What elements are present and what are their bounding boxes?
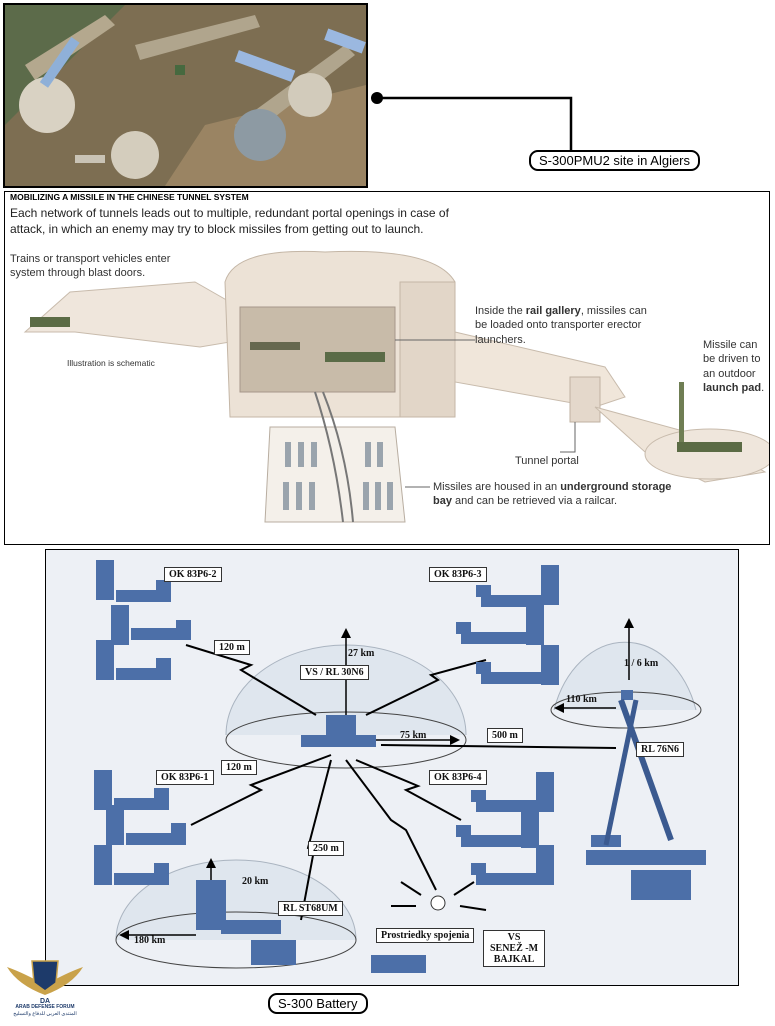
storage-pre: Missiles are housed in an: [433, 481, 561, 493]
rail-gallery-note: Inside the rail gallery, missiles can be…: [475, 304, 650, 347]
battery-diagram: OK 83P6-2 OK 83P6-3 OK 83P6-1 OK 83P6-4 …: [45, 549, 739, 986]
arab-defense-forum-logo: DA ARAB DEFENSE FORUM المنتدى العربي للد…: [2, 955, 88, 1021]
tunnel-portal-label: Tunnel portal: [515, 455, 579, 467]
logo-arabic: المنتدى العربي للدفاع والتسليح: [13, 1011, 77, 1017]
rail-bold: rail gallery: [525, 305, 581, 317]
dist-120m-lower: 120 m: [221, 760, 257, 775]
label-ok-83p6-2: OK 83P6-2: [164, 567, 222, 582]
callout-line: [371, 92, 573, 150]
schematic-note: Illustration is schematic: [67, 358, 155, 368]
satellite-caption: S-300PMU2 site in Algiers: [529, 150, 701, 171]
label-vs-rl-30n6: VS / RL 30N6: [300, 665, 369, 680]
launch-bold: launch pad: [703, 381, 762, 394]
label-prostriedky-spojenia: Prostriedky spojenia: [376, 928, 475, 943]
tunnel-intro: Each network of tunnels leads out to mul…: [10, 206, 449, 237]
dist-120m-upper: 120 m: [214, 640, 250, 655]
dist-27km: 27 km: [348, 648, 375, 659]
label-rl-76n6: RL 76N6: [636, 742, 685, 757]
battery-caption: S-300 Battery: [268, 993, 368, 1014]
label-ok-83p6-1: OK 83P6-1: [156, 770, 214, 785]
forum-emblem-icon: DA: [7, 960, 83, 1005]
launch-post: .: [761, 381, 765, 394]
dist-110km: 110 km: [566, 694, 597, 705]
dist-180km: 180 km: [134, 935, 166, 946]
dist-500m: 500 m: [487, 728, 523, 743]
storage-bold: underground storage bay: [433, 481, 672, 508]
dist-250m: 250 m: [308, 841, 344, 856]
tunnel-heading: MOBILIZING A MISSILE IN THE CHINESE TUNN…: [10, 192, 249, 202]
launch-pre: Missile can be driven to an outdoor: [703, 339, 761, 380]
dist-20km: 20 km: [242, 876, 269, 887]
satellite-image: [3, 3, 368, 188]
rail-pre: Inside the: [475, 305, 526, 317]
svg-text:DA: DA: [40, 998, 50, 1005]
dist-1-6km: 1 / 6 km: [624, 658, 659, 669]
logo-name: ARAB DEFENSE FORUM: [15, 1004, 75, 1010]
dist-75km: 75 km: [400, 730, 427, 741]
label-ok-83p6-3: OK 83P6-3: [429, 567, 487, 582]
tunnel-diagram: MOBILIZING A MISSILE IN THE CHINESE TUNN…: [4, 191, 770, 545]
storage-bay-note: Missiles are housed in an underground st…: [433, 480, 683, 509]
trains-note: Trains or transport vehicles enter syste…: [10, 253, 171, 280]
label-ok-83p6-4: OK 83P6-4: [429, 770, 487, 785]
label-rl-st68um: RL ST68UM: [278, 901, 343, 916]
tunnel-illustration: [23, 250, 769, 523]
label-vs-senez: VS SENEŽ -M BAJKAL: [483, 930, 545, 967]
battery-illustration: [94, 560, 706, 973]
storage-post: and can be retrieved via a railcar.: [451, 495, 618, 508]
launch-pad-note: Missile can be driven to an outdoor laun…: [703, 338, 769, 395]
rail-post: , missiles can be loaded onto transporte…: [475, 305, 647, 346]
